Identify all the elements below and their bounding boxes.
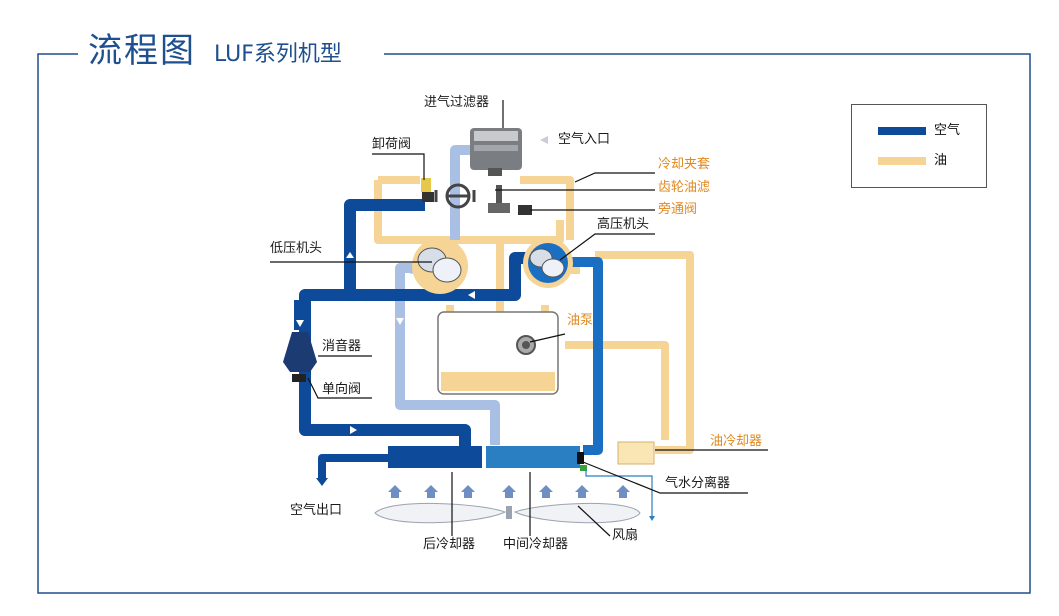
label-high-pressure-stage: 高压机头 xyxy=(597,217,650,232)
high-pressure-stage xyxy=(523,238,573,288)
label-cooling-jacket: 冷却夹套 xyxy=(658,157,711,172)
oil-pump xyxy=(516,335,536,355)
oil-sump xyxy=(437,311,559,395)
silencer xyxy=(283,332,317,382)
bypass-valve xyxy=(518,205,532,215)
drain-valve xyxy=(580,465,587,471)
air-outlet-arrow xyxy=(316,478,328,486)
label-intake-filter: 进气过滤器 xyxy=(424,95,490,110)
hot-air-pipe xyxy=(560,257,603,455)
label-gear-oil-filter: 齿轮油滤 xyxy=(658,180,711,195)
legend-swatch-air xyxy=(878,127,926,135)
air-outlet-pipe xyxy=(318,454,392,478)
page-title: 流程图 xyxy=(88,31,196,71)
leader-lines xyxy=(270,100,768,537)
drain-arrow xyxy=(649,516,655,521)
label-unload-valve: 卸荷阀 xyxy=(372,137,412,152)
legend: 空气 油 xyxy=(851,104,987,188)
label-water-separator: 气水分离器 xyxy=(665,476,731,491)
fan xyxy=(374,503,641,524)
aftercooler xyxy=(388,446,482,468)
label-check-valve: 单向阀 xyxy=(322,382,362,397)
label-air-outlet: 空气出口 xyxy=(290,503,343,518)
butterfly-valve xyxy=(434,183,476,209)
label-bypass-valve: 旁通阀 xyxy=(658,202,698,217)
low-pressure-stage xyxy=(412,238,468,294)
legend-label-oil: 油 xyxy=(934,153,948,168)
label-intercooler: 中间冷却器 xyxy=(503,537,569,552)
label-oil-pump: 油泵 xyxy=(567,313,594,328)
frame xyxy=(37,53,1031,594)
fan-airflow-arrows xyxy=(388,485,630,498)
unload-valve xyxy=(421,178,434,202)
page-subtitle: LUF系列机型 xyxy=(214,42,342,67)
label-aftercooler: 后冷却器 xyxy=(423,537,476,552)
label-low-pressure-stage: 低压机头 xyxy=(270,241,323,256)
air-inlet-arrow xyxy=(540,136,548,144)
intake-filter xyxy=(470,128,522,176)
intercooler xyxy=(486,446,580,468)
flow-arrows xyxy=(296,252,475,434)
label-oil-cooler: 油冷却器 xyxy=(710,434,763,449)
label-silencer: 消音器 xyxy=(322,339,362,354)
oil-cooler xyxy=(617,441,655,465)
label-fan: 风扇 xyxy=(612,528,639,543)
gear-oil-filter xyxy=(488,185,510,213)
legend-label-air: 空气 xyxy=(934,123,961,138)
water-separator xyxy=(577,452,584,464)
label-air-inlet: 空气入口 xyxy=(558,132,611,147)
legend-swatch-oil xyxy=(878,157,926,165)
